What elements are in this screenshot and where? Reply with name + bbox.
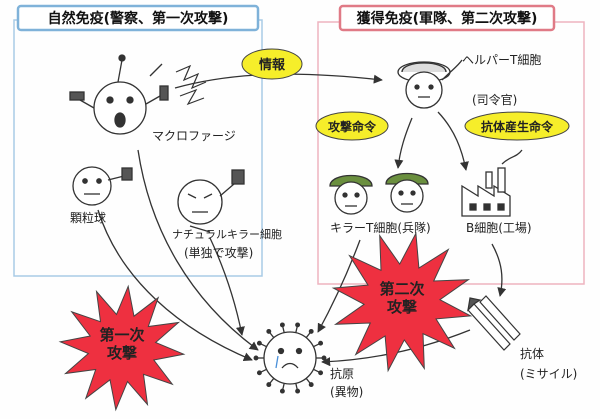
- nk-cell-note: (単独で攻撃): [184, 245, 253, 260]
- virus-spike-tip: [318, 340, 324, 346]
- bubble-attack-order: 攻撃命令: [315, 111, 389, 141]
- virus-spike-tip: [266, 328, 272, 334]
- arrow-helper-to-killer: [394, 117, 413, 169]
- b-cell-factory-icon: [461, 149, 523, 217]
- antigen-note: (異物): [330, 385, 363, 399]
- innate-header-box: [16, 4, 260, 32]
- svg-text:情報: 情報: [259, 57, 286, 73]
- first-attack-burst: 第一次 攻撃: [58, 284, 186, 412]
- virus-spike-tip: [308, 328, 314, 334]
- acquired-header-box: [338, 4, 556, 32]
- svg-text:攻撃命令: 攻撃命令: [328, 119, 377, 134]
- arrow-bcell-to-antibody: [491, 243, 507, 297]
- bubble-info: 情報: [241, 48, 303, 80]
- helper-t-cell-figure: [397, 59, 463, 109]
- virus-spike-tip: [279, 388, 285, 394]
- second-attack-burst: 第二次 攻撃: [331, 231, 473, 373]
- virus-spike-tip: [321, 355, 327, 361]
- bubble-antibody-order: 抗体産生命令: [464, 111, 570, 141]
- svg-text:攻撃: 攻撃: [387, 298, 417, 316]
- virus-spike-tip: [266, 382, 272, 388]
- virus-spike-tip: [256, 370, 262, 376]
- virus-spike-tip: [279, 322, 285, 328]
- radio-signal-icon: [175, 64, 207, 106]
- virus-spike-tip: [253, 355, 259, 361]
- arrow-helper-to-bcell: [437, 111, 469, 171]
- svg-text:抗体産生命令: 抗体産生命令: [481, 119, 554, 134]
- virus-spike-tip: [295, 322, 301, 328]
- granulocyte-label: 顆粒球: [70, 210, 106, 225]
- antibody-label: 抗体: [520, 346, 544, 361]
- svg-text:攻撃: 攻撃: [107, 344, 137, 362]
- granulocyte-figure: [72, 166, 133, 206]
- acquired-header: 獲得免疫(軍隊、第二次攻撃): [357, 10, 538, 27]
- virus-spike-tip: [318, 370, 324, 376]
- antigen-virus-figure: [253, 322, 327, 394]
- innate-header: 自然免疫(警察、第一次攻撃): [48, 10, 229, 27]
- helper-t-cell-role: (司令官): [472, 92, 517, 107]
- arrow-killer-to-antigen: [317, 239, 361, 333]
- antibody-missiles-icon: [467, 295, 521, 351]
- virus-spike-tip: [256, 340, 262, 346]
- macrophage-label: マクロファージ: [152, 129, 236, 143]
- arrow-nk-to-antigen: [209, 237, 245, 336]
- nk-cell-label: ナチュラルキラー細胞: [172, 228, 282, 241]
- killer-t-cell-figure: [329, 172, 429, 215]
- virus-spike-tip: [295, 388, 301, 394]
- svg-text:第一次: 第一次: [99, 326, 144, 344]
- arrow-macrophage-to-antigen: [137, 149, 259, 351]
- helper-t-cell-label: ヘルパーT細胞: [462, 53, 541, 67]
- svg-text:第二次: 第二次: [379, 280, 424, 298]
- nk-cell-figure: [177, 169, 245, 233]
- virus-spike-tip: [308, 382, 314, 388]
- antibody-note: (ミサイル): [520, 367, 577, 381]
- macrophage-figure: [69, 54, 169, 135]
- killer-t-cell-label: キラーT細胞(兵隊): [330, 220, 431, 235]
- antigen-label: 抗原: [330, 366, 354, 381]
- b-cell-label: B細胞(工場): [466, 221, 532, 235]
